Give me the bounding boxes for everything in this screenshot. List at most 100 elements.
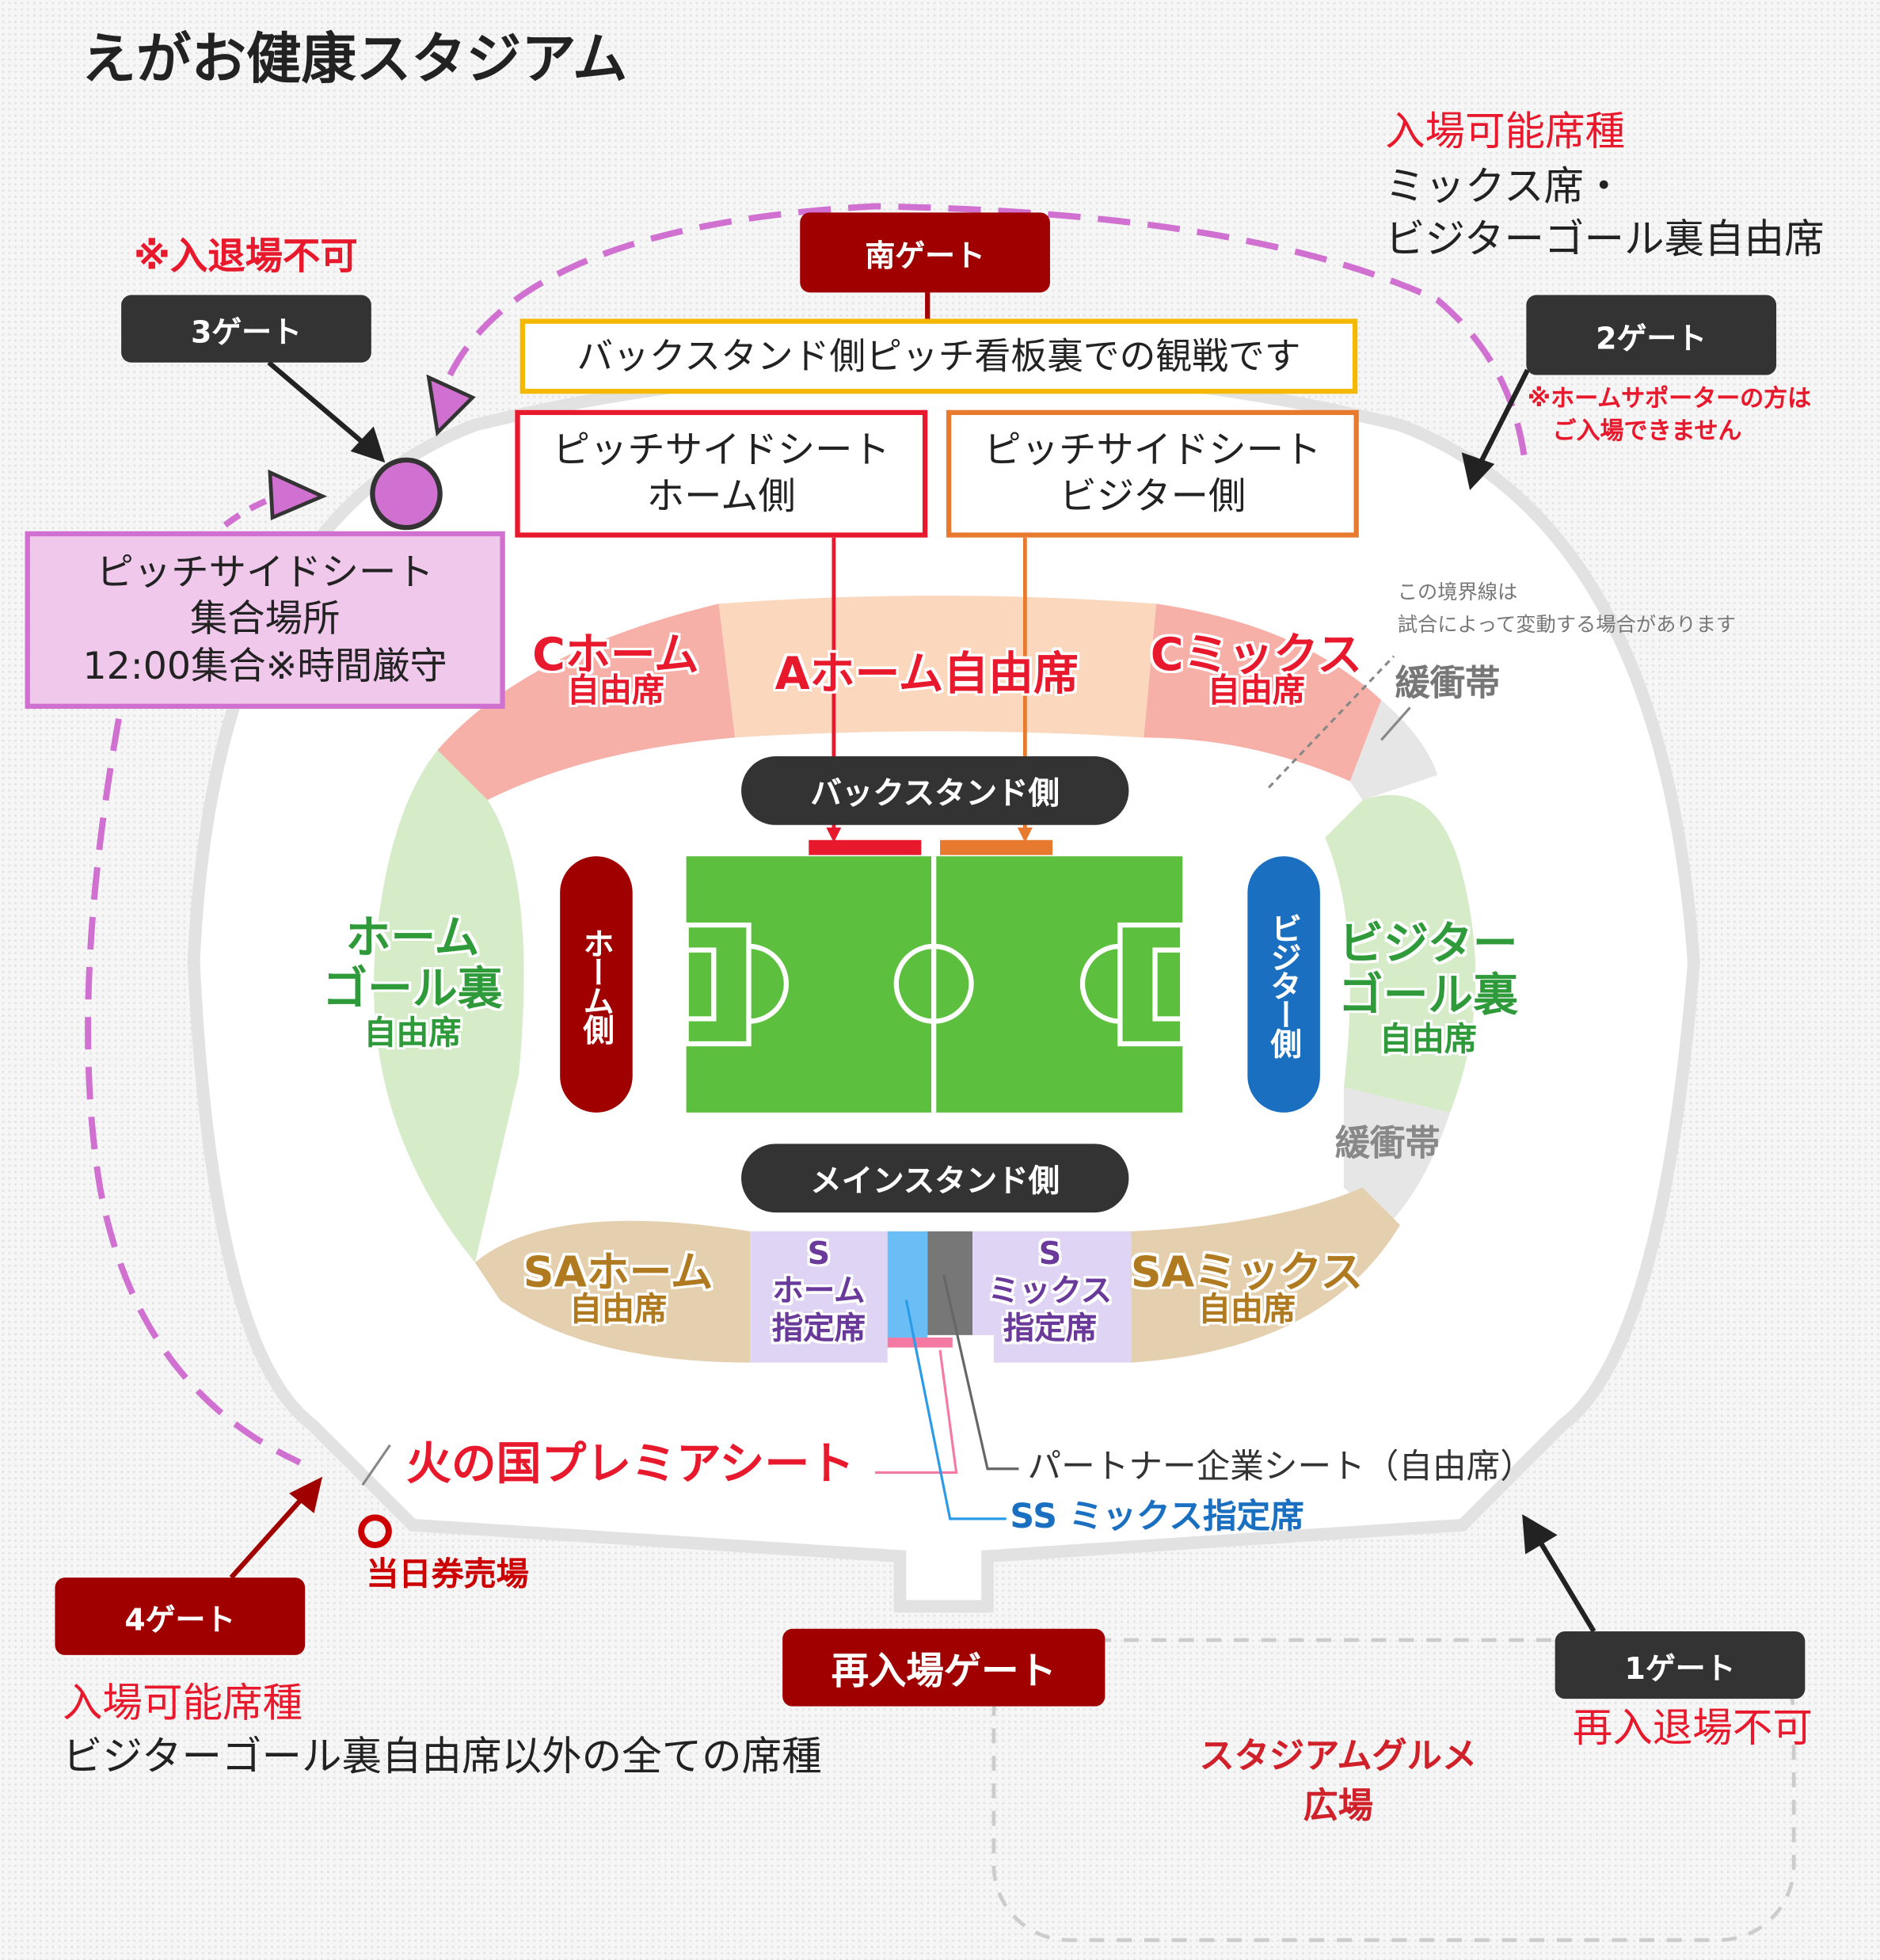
gate4-heading: 入場可能席種 xyxy=(62,1678,303,1726)
section-home-goal xyxy=(373,750,524,1263)
meeting-line2: 集合場所 xyxy=(189,597,341,642)
section-name: ホーム xyxy=(345,912,480,965)
buffer-label-bottom: 緩衝帯 xyxy=(1334,1122,1440,1164)
pitchside-home-line2: ホーム側 xyxy=(646,474,796,519)
boundary-note-line1: この境界線は xyxy=(1397,580,1518,604)
section-c-mix xyxy=(1144,603,1382,782)
boundary-note-line2: 試合によって変動する場合があります xyxy=(1397,612,1737,637)
section-partner xyxy=(927,1231,973,1335)
section-s-home xyxy=(750,1231,888,1363)
gourmet-label: スタジアムグルメ広場 xyxy=(1197,1735,1479,1827)
gate2-label: 2ゲート xyxy=(1526,295,1777,375)
gate2-note1: ※ホームサポーターの方は xyxy=(1527,385,1812,413)
page-title: えがお健康スタジアム xyxy=(81,27,628,92)
gate4-text: ビジターゴール裏自由席以外の全ての席種 xyxy=(62,1732,822,1780)
pitchside-home-bar xyxy=(809,839,922,855)
back-stand-label: バックスタンド側 xyxy=(741,755,1129,825)
section-sub: 指定席 xyxy=(771,1310,866,1347)
section-name: ゴール裏 xyxy=(1338,970,1519,1022)
section-s-mix xyxy=(972,1231,1132,1363)
gate3-label: 3ゲート xyxy=(121,295,371,363)
section-buffer-top xyxy=(1349,699,1438,801)
ss-leader xyxy=(904,1300,1007,1520)
section-sub: 自由席 xyxy=(569,1291,668,1329)
section-visitor-goal-label: ビジターゴール裏自由席 xyxy=(1331,919,1525,1060)
visitor-side-label: ビジター側 xyxy=(1247,856,1320,1113)
section-name: ゴール裏 xyxy=(322,964,503,1016)
meeting-line1: ピッチサイドシート xyxy=(96,550,434,595)
section-name: ミックス xyxy=(988,1272,1113,1309)
section-name: SAホーム xyxy=(523,1247,714,1298)
section-name: Cミックス xyxy=(1150,630,1363,682)
back-stand-note: バックスタンド側ピッチ看板裏での観戦です xyxy=(577,334,1301,378)
back-stand-note-box: バックスタンド側ピッチ看板裏での観戦です xyxy=(519,318,1358,394)
pitchside-visitor-line2: ビジター側 xyxy=(1059,474,1246,519)
section-sa-mix-label: SAミックス自由席 xyxy=(1125,1247,1369,1330)
top-right-line2: ビジターゴール裏自由席 xyxy=(1384,215,1825,263)
buffer-label-top: 緩衝帯 xyxy=(1395,662,1501,704)
section-name: Cホーム xyxy=(532,630,699,682)
section-sub: 自由席 xyxy=(363,1014,462,1052)
pitchside-home-box: ピッチサイドシートホーム側 xyxy=(515,409,928,538)
premier-seat-label: 火の国プレミアシート xyxy=(406,1438,855,1490)
gate4-label: 4ゲート xyxy=(55,1578,306,1655)
section-home-goal-label: ホームゴール裏自由席 xyxy=(319,912,507,1053)
direction-triangle-icon xyxy=(426,374,476,437)
section-sub: 自由席 xyxy=(1197,1291,1296,1329)
premier-slash xyxy=(361,1444,391,1486)
section-sa-home xyxy=(474,1220,751,1363)
gate1-label: 1ゲート xyxy=(1555,1631,1806,1699)
section-name: S xyxy=(1038,1235,1062,1272)
south-gate-label: 南ゲート xyxy=(800,212,1050,293)
section-sa-mix xyxy=(1131,1187,1400,1363)
ticket-booth-icon xyxy=(358,1514,392,1548)
gate2-note2: ご入場できません xyxy=(1552,417,1742,445)
premier-leader xyxy=(874,1349,958,1475)
pitch-lines xyxy=(683,856,1185,1113)
section-visitor-goal xyxy=(1325,794,1476,1113)
gate4-arrow xyxy=(229,1492,309,1580)
direction-triangle-icon xyxy=(268,469,328,520)
section-sub: 自由席 xyxy=(1379,1021,1477,1059)
section-a-home-label: Aホーム自由席 xyxy=(774,649,1079,700)
section-name: SAミックス xyxy=(1130,1247,1364,1298)
section-name: S xyxy=(807,1235,831,1272)
section-sa-home-label: SAホーム自由席 xyxy=(515,1247,721,1330)
section-a-home xyxy=(718,596,1157,738)
pitchside-visitor-line1: ピッチサイドシート xyxy=(984,428,1322,472)
route-north xyxy=(447,203,1528,463)
section-name: ホーム xyxy=(772,1272,866,1309)
partner-seat-label: パートナー企業シート（自由席） xyxy=(1027,1447,1534,1486)
section-sub: 指定席 xyxy=(1003,1310,1098,1347)
gourmet-line1: スタジアムグルメ xyxy=(1199,1734,1478,1777)
section-premier xyxy=(887,1337,953,1348)
ss-mix-label: SS ミックス指定席 xyxy=(1010,1498,1304,1536)
pitchside-home-line1: ピッチサイドシート xyxy=(552,428,890,472)
top-right-heading: 入場可能席種 xyxy=(1384,107,1626,155)
route-west xyxy=(85,717,302,1466)
section-sub: 自由席 xyxy=(566,672,664,710)
gate2-arrow xyxy=(1475,368,1530,470)
section-name: ビジター xyxy=(1338,919,1518,970)
home-side-label: ホーム側 xyxy=(560,856,633,1113)
top-right-line1: ミックス席・ xyxy=(1384,162,1624,211)
main-stand-label: メインスタンド側 xyxy=(741,1144,1129,1213)
section-buffer-right xyxy=(1343,1087,1451,1225)
gate3-note: ※入退場不可 xyxy=(133,234,358,280)
route-west-top xyxy=(223,494,276,528)
section-c-home xyxy=(437,603,736,801)
pitchside-visitor-bar xyxy=(940,839,1053,855)
section-c-mix-label: Cミックス自由席 xyxy=(1144,629,1368,712)
meeting-line3: 12:00集合※時間厳守 xyxy=(82,645,447,689)
gate3-arrow xyxy=(267,360,371,450)
gate1-arrow xyxy=(1535,1536,1596,1633)
meeting-point-marker xyxy=(370,457,443,531)
section-sub: 自由席 xyxy=(1207,672,1305,710)
pitchside-visitor-box: ピッチサイドシートビジター側 xyxy=(946,409,1359,538)
ticket-booth-label: 当日券売場 xyxy=(366,1556,529,1594)
